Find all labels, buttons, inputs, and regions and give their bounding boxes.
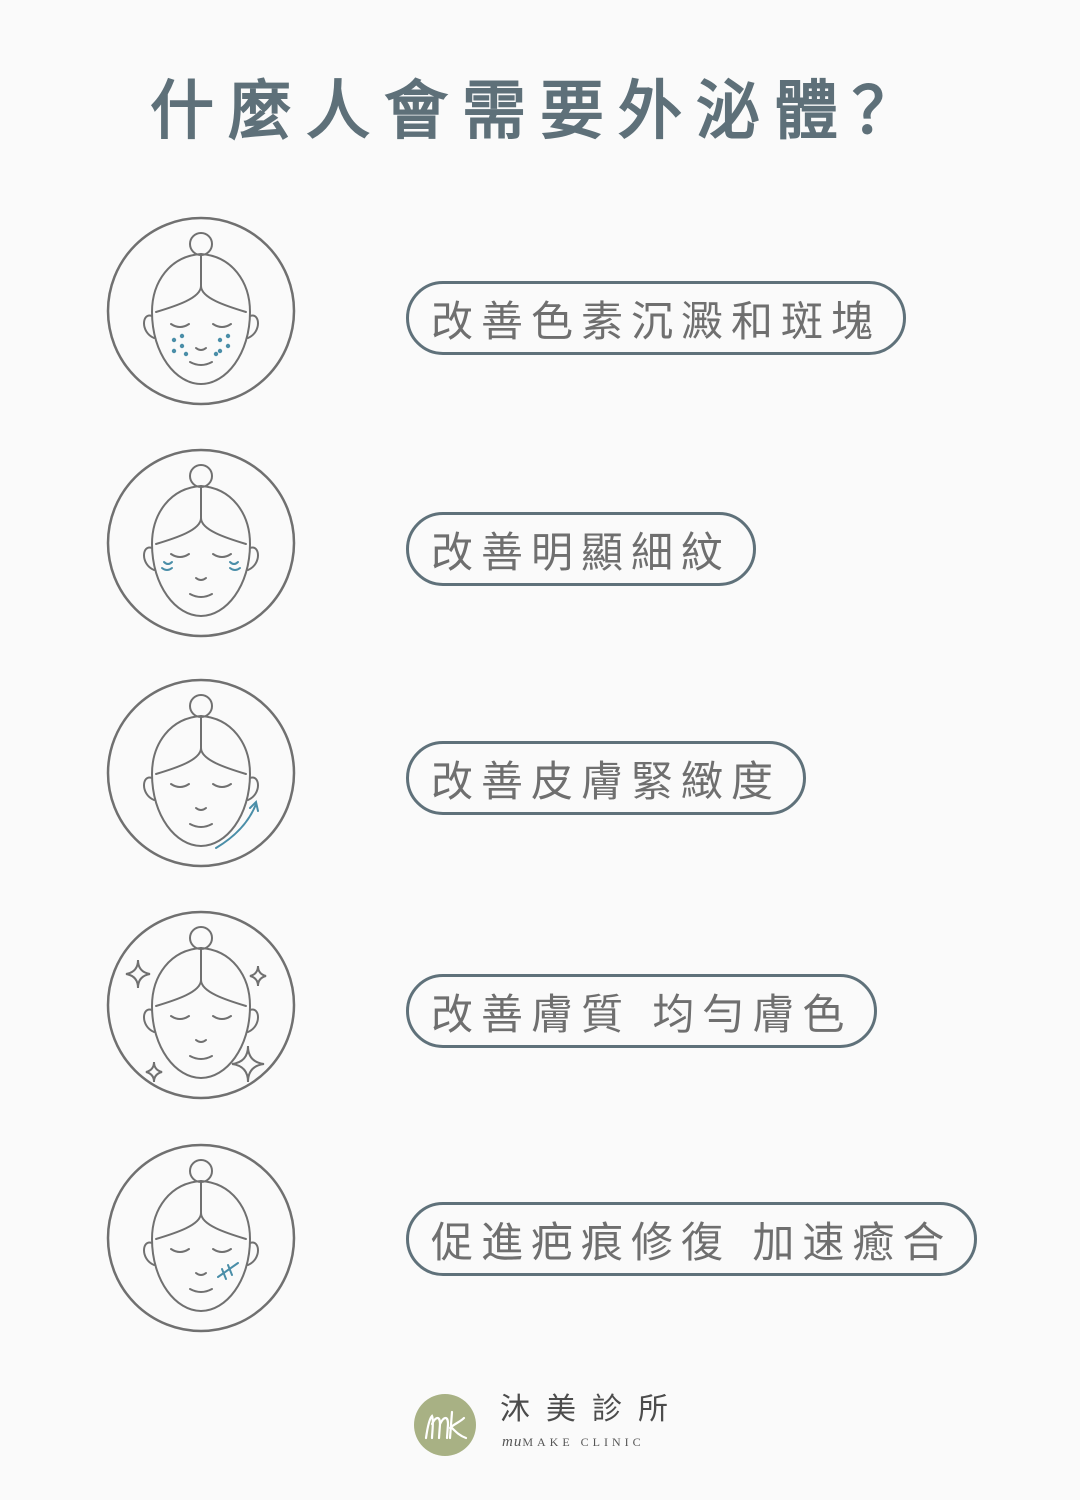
face-fine-lines-icon	[106, 448, 296, 638]
brand-name-zh: 沐美診所	[500, 1392, 684, 1427]
brand-name-en-rest: MAKE CLINIC	[522, 1435, 645, 1449]
brand-name-en-mu: mu	[502, 1434, 523, 1450]
brand-footer: 沐美診所 muMAKE CLINIC	[414, 1392, 714, 1462]
face-pigmentation-icon	[106, 216, 296, 406]
face-sparkle-skin-icon	[106, 910, 296, 1100]
mumake-logo-icon	[414, 1394, 476, 1456]
benefit-pill-skin-tone: 改善膚質 均勻膚色	[406, 974, 878, 1048]
face-scar-repair-icon	[106, 1143, 296, 1333]
benefit-pill-firming: 改善皮膚緊緻度	[406, 741, 807, 815]
benefit-pill-pigmentation: 改善色素沉澱和斑塊	[406, 281, 907, 355]
page-title: 什麼人會需要外泌體？	[150, 74, 930, 149]
benefit-pill-fine-lines: 改善明顯細紋	[406, 512, 757, 586]
benefit-pill-scar-repair: 促進疤痕修復 加速癒合	[406, 1202, 978, 1276]
face-firming-icon	[106, 678, 296, 868]
brand-name-en: muMAKE CLINIC	[502, 1434, 645, 1451]
